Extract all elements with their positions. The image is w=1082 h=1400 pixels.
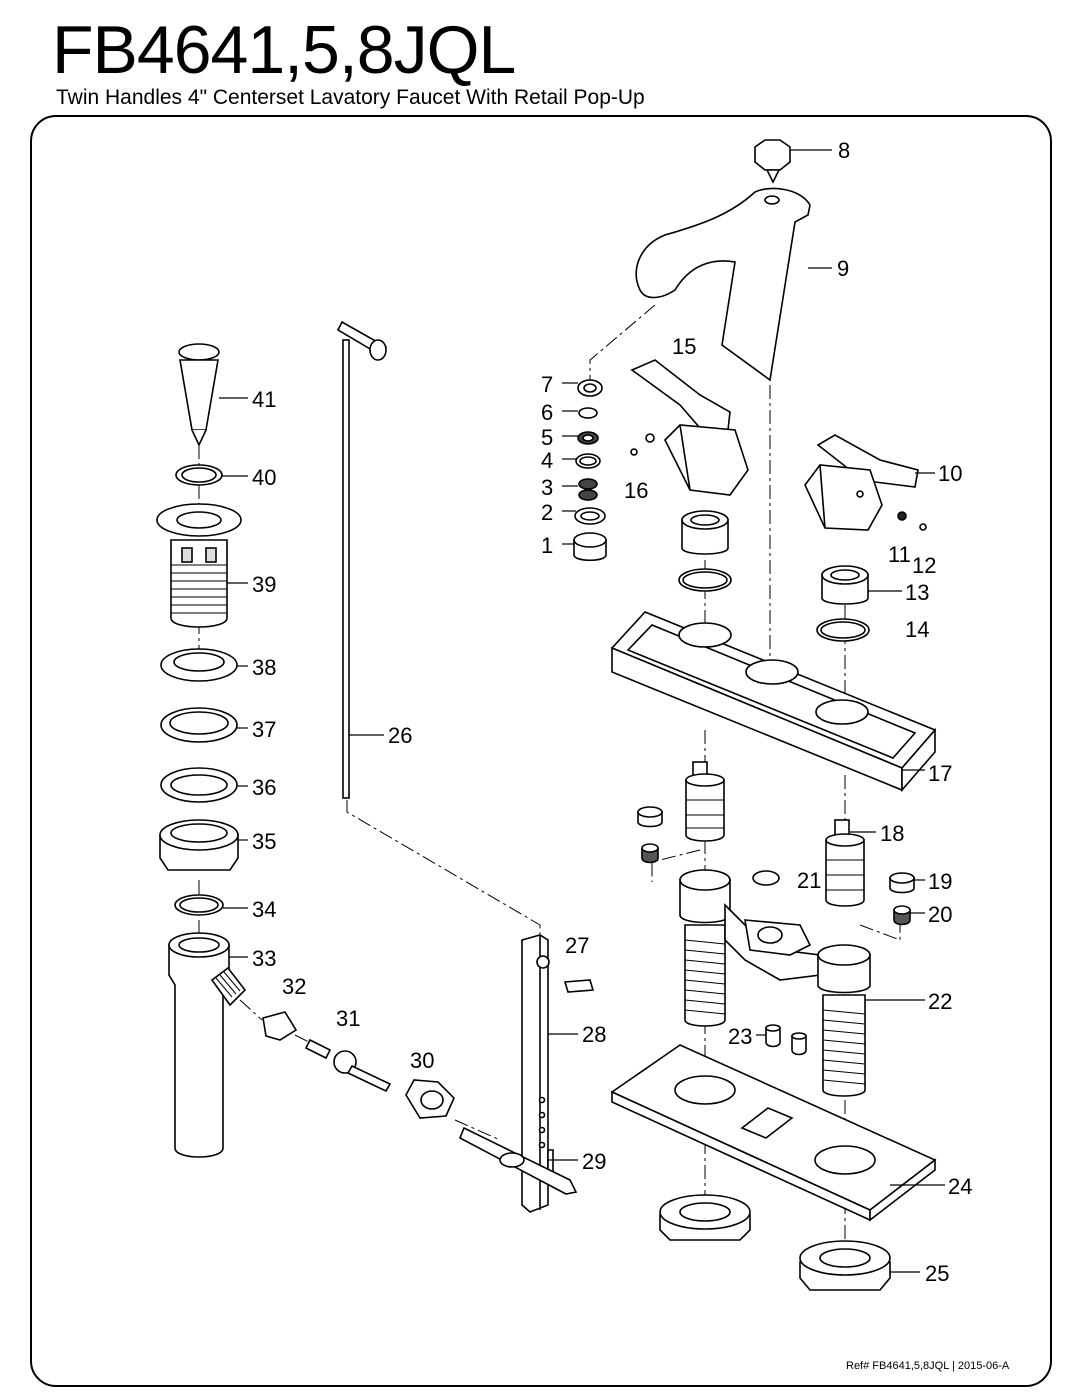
right-bonnet bbox=[816, 565, 870, 642]
callout-22: 22 bbox=[928, 989, 952, 1014]
callout-1: 1 bbox=[541, 533, 553, 558]
callout-26: 26 bbox=[388, 723, 412, 748]
pivot-rod bbox=[262, 1011, 578, 1195]
right-handle bbox=[804, 434, 927, 531]
cartridges bbox=[637, 761, 915, 926]
callout-16: 16 bbox=[624, 478, 648, 503]
lift-rod bbox=[336, 320, 388, 799]
callout-8: 8 bbox=[838, 138, 850, 163]
callout-31: 31 bbox=[336, 1006, 360, 1031]
callout-2: 2 bbox=[541, 500, 553, 525]
callout-27: 27 bbox=[565, 933, 589, 958]
mounting-nuts bbox=[659, 1194, 891, 1291]
leader-lines bbox=[219, 149, 945, 1273]
callout-18: 18 bbox=[880, 821, 904, 846]
callout-3: 3 bbox=[541, 475, 553, 500]
callout-35: 35 bbox=[252, 829, 276, 854]
callout-15: 15 bbox=[672, 334, 696, 359]
callout-29: 29 bbox=[582, 1149, 606, 1174]
model-title: FB4641,5,8JQL bbox=[52, 12, 516, 88]
callout-40: 40 bbox=[252, 465, 276, 490]
callout-39: 39 bbox=[252, 572, 276, 597]
callout-23: 23 bbox=[728, 1024, 752, 1049]
callout-37: 37 bbox=[252, 717, 276, 742]
spout-assembly bbox=[635, 139, 811, 382]
callout-36: 36 bbox=[252, 775, 276, 800]
callout-11: 11 bbox=[888, 542, 911, 567]
aerator-stack bbox=[573, 379, 607, 562]
callout-7: 7 bbox=[541, 372, 553, 397]
callout-32: 32 bbox=[282, 974, 306, 999]
callout-6: 6 bbox=[541, 400, 553, 425]
left-handle bbox=[630, 359, 749, 496]
gasket-plate bbox=[610, 1044, 937, 1222]
valve-body bbox=[679, 869, 871, 1097]
callout-9: 9 bbox=[837, 256, 849, 281]
callout-20: 20 bbox=[928, 902, 952, 927]
deck-plate bbox=[610, 611, 937, 793]
callout-19: 19 bbox=[928, 869, 952, 894]
callout-28: 28 bbox=[582, 1022, 606, 1047]
reference-footer: Ref# FB4641,5,8JQL | 2015-06-A bbox=[846, 1360, 1010, 1372]
model-description: Twin Handles 4" Centerset Lavatory Fauce… bbox=[56, 86, 645, 109]
callout-38: 38 bbox=[252, 655, 276, 680]
callout-24: 24 bbox=[948, 1174, 972, 1199]
left-bonnet bbox=[678, 510, 732, 592]
callout-34: 34 bbox=[252, 897, 276, 922]
callout-13: 13 bbox=[905, 580, 929, 605]
callout-14: 14 bbox=[905, 617, 929, 642]
diagram-frame bbox=[30, 115, 1052, 1387]
clevis-strap bbox=[521, 934, 595, 1213]
spout-body bbox=[635, 187, 811, 382]
spout-knob bbox=[754, 139, 791, 171]
callout-10: 10 bbox=[938, 461, 962, 486]
callout-41: 41 bbox=[252, 387, 276, 412]
callout-21: 21 bbox=[797, 868, 821, 893]
callout-5: 5 bbox=[541, 425, 553, 450]
callout-4: 4 bbox=[541, 448, 553, 473]
callout-33: 33 bbox=[252, 946, 276, 971]
callout-30: 30 bbox=[410, 1048, 434, 1073]
callout-25: 25 bbox=[925, 1261, 949, 1286]
drain-assembly bbox=[156, 343, 247, 1158]
callout-12: 12 bbox=[912, 553, 936, 578]
callout-17: 17 bbox=[928, 761, 952, 786]
callout-labels: 8 9 15 7 6 5 4 3 2 1 16 10 11 12 13 14 1… bbox=[252, 138, 972, 1286]
